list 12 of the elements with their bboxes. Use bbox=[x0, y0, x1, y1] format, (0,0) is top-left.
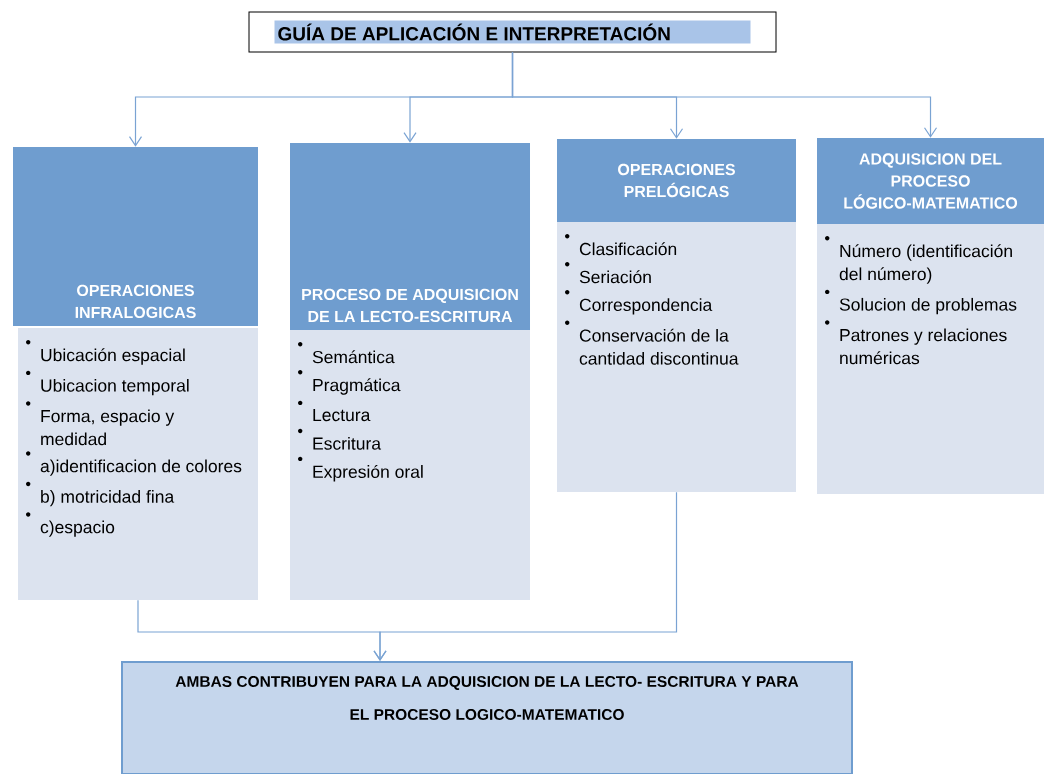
arrow bbox=[373, 491, 678, 661]
header-box: ADQUISICION DEL PROCESO LÓGICO-MATEMATICO bbox=[817, 138, 1044, 224]
list-box: Semántica Pragmática Lectura Escritura Expresión oral bbox=[290, 330, 530, 600]
list-box: Número (identificación del número) Solucion de problemas Patrones y relaciones numéricas bbox=[817, 224, 1044, 494]
header-box: PROCESO DE ADQUISICION DE LA LECTO-ESCRITURA bbox=[290, 142, 530, 331]
arrow bbox=[511, 51, 938, 138]
conclusion-box: AMBAS CONTRIBUYEN PARA LA ADQUISICION DE LA LECTO- ESCRITURA Y PARA EL PROCESO LOGICO-MATEMATICO bbox=[121, 661, 853, 774]
header-box: OPERACIONES PRELÓGICAS bbox=[557, 139, 796, 222]
list-box: Ubicación espacial Ubicacion temporal Forma, espacio y medidad a)identificacion de colores b) motricidad fina c)espacio bbox=[18, 328, 258, 600]
list-box: Clasificación Seriación Correspondencia Conservación de la cantidad discontinua bbox=[557, 222, 796, 492]
title-box: GUÍA DE APLICACIÓN E INTERPRETACIÓN bbox=[248, 11, 777, 53]
header-box: OPERACIONES INFRALOGICAS bbox=[13, 146, 258, 327]
